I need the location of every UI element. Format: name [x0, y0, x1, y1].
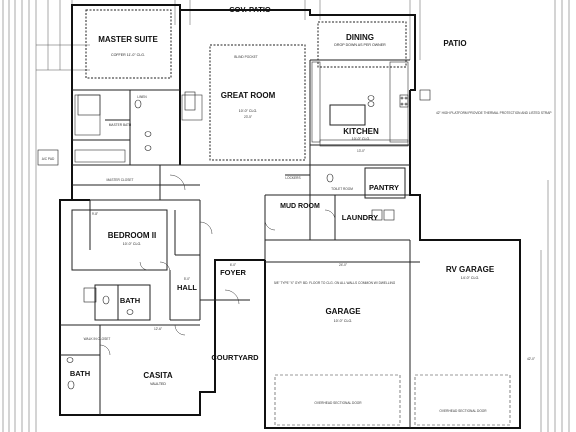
exterior-walls [59, 4, 521, 429]
note-garage-door-left: OVERHEAD SECTIONAL DOOR [314, 401, 362, 405]
dim-kitchen: 13'-0" [357, 149, 365, 153]
room-label-kitchen: KITCHEN [343, 127, 379, 136]
dim-bedroom: 9'-8" [92, 212, 98, 216]
room-label-great-room: GREAT ROOM [221, 91, 276, 100]
water-heater-icon [419, 89, 431, 101]
room-label-bath-lower: BATH [70, 369, 90, 378]
sink-icon [144, 145, 152, 151]
garage-doors [274, 374, 511, 426]
room-labels: COV. PATIO MASTER SUITE COFFER 11'-0" CL… [42, 5, 495, 386]
dim-rv-depth: 42'-0" [527, 357, 535, 361]
ac-pad-icon [37, 149, 59, 166]
sink-icon [367, 95, 375, 101]
sink-icon [144, 131, 152, 137]
room-note-dining: DROP DOWN AS PER OWNER [334, 43, 386, 47]
room-clg-garage: 10'-0" CLG. [334, 319, 353, 323]
toilet-icon [134, 99, 142, 109]
washer-icon [371, 209, 383, 221]
dim-great-room: 23'-5" [244, 115, 252, 119]
sink-icon [126, 309, 134, 315]
room-label-master-bath: MASTER BATH [109, 123, 132, 127]
dimension-text: 23'-5" 13'-0" 9'-8" 42'-0" 24'-0" 5'-0" … [92, 115, 535, 361]
fireplace-icon [184, 91, 196, 111]
room-label-lockers: LOCKERS [285, 176, 300, 180]
door-swings [99, 174, 336, 356]
dim-foyer: 6'-0" [230, 263, 236, 267]
room-label-bath-upper: BATH [120, 296, 140, 305]
note-firewall: 5/8" TYPE "X" GYP. BD. FLOOR TO CLG. ON … [274, 281, 396, 285]
room-label-toilet-room: TOILET ROOM [331, 187, 353, 191]
interior-walls [60, 9, 420, 428]
room-label-master-closet: MASTER CLOSET [107, 178, 134, 182]
sink-icon [367, 101, 375, 107]
room-clg-master-suite: COFFER 11'-0" CLG. [111, 53, 145, 57]
note-blind-pocket: BLIND POCKET [234, 55, 257, 59]
room-label-casita: CASITA [143, 371, 172, 380]
mud-room-line: MUD ROOM [280, 203, 320, 210]
sink-icon [66, 357, 74, 363]
room-label-garage: GARAGE [325, 307, 361, 316]
room-label-master-suite: MASTER SUITE [98, 35, 158, 44]
toilet-icon [67, 380, 75, 390]
note-water-heater: 42" HIGH PLATFORM PROVIDE THERMAL PROTEC… [436, 111, 552, 115]
room-clg-kitchen: 10'-0" CLG. [352, 137, 371, 141]
room-clg-great-room: 10'-0" CLG. [239, 109, 258, 113]
room-label-bedroom-ii: BEDROOM II [108, 231, 156, 240]
toilet-icon [102, 295, 110, 305]
room-label-foyer: FOYER [220, 268, 246, 277]
room-label-dining: DINING [346, 33, 374, 42]
room-label-patio: PATIO [443, 39, 466, 48]
shower-icon [83, 287, 97, 303]
range-icon [399, 94, 409, 108]
plan-notes: OVERHEAD SECTIONAL DOOR OVERHEAD SECTION… [234, 55, 551, 413]
fixtures [37, 89, 431, 390]
toilet-icon [326, 173, 334, 183]
room-label-pantry: PANTRY [369, 183, 399, 192]
room-clg-rv-garage: 14'-0" CLG. [461, 276, 480, 280]
room-label-walk-in-closet: WALK IN CLOSET [84, 337, 111, 341]
room-label-cov-patio: COV. PATIO [229, 5, 271, 14]
room-label-mud-room: MUD ROOM [280, 203, 320, 210]
room-label-laundry: LAUNDRY [342, 213, 378, 222]
room-clg-bedroom-ii: 10'-0" CLG. [123, 242, 142, 246]
room-label-linen: LINEN [137, 95, 147, 99]
dim-hall: 5'-0" [184, 277, 190, 281]
room-label-hall: HALL [177, 283, 197, 292]
dim-garage: 24'-0" [339, 263, 347, 267]
room-label-rv-garage: RV GARAGE [446, 265, 495, 274]
room-clg-casita: VAULTED [150, 382, 166, 386]
dim-casita: 12'-6" [154, 327, 162, 331]
dryer-icon [383, 209, 395, 221]
note-garage-door-right: OVERHEAD SECTIONAL DOOR [439, 409, 487, 413]
room-label-ac-pad: A/C PAD [42, 157, 55, 161]
master-suite-line: MASTER SUITE [98, 35, 158, 44]
room-label-courtyard: COURTYARD [211, 353, 259, 362]
tub-icon [77, 94, 101, 116]
